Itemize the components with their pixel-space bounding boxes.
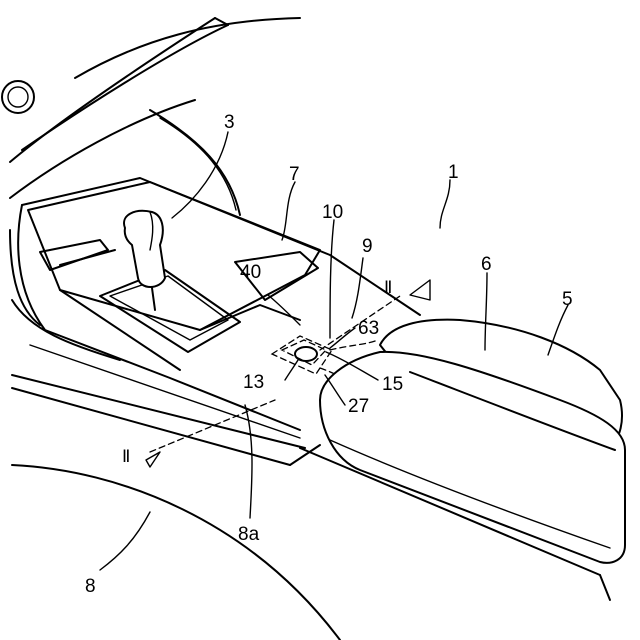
label-15: 15: [382, 374, 403, 395]
label-1: 1: [448, 162, 459, 183]
label-7: 7: [289, 164, 300, 185]
label-8a: 8a: [238, 524, 260, 545]
section-mark-top: Ⅱ: [384, 278, 392, 297]
seat-outline: [12, 465, 340, 640]
knob: [2, 81, 34, 113]
label-63: 63: [358, 318, 379, 339]
label-6: 6: [481, 254, 492, 275]
label-3: 3: [224, 112, 235, 133]
section-mark-bottom: Ⅱ: [122, 447, 130, 466]
label-27: 27: [348, 396, 369, 417]
label-13: 13: [243, 372, 264, 393]
label-40: 40: [240, 262, 261, 283]
dashboard-outline: [10, 18, 300, 215]
label-8: 8: [85, 576, 96, 597]
shift-panel: [28, 182, 320, 370]
label-10: 10: [322, 202, 343, 223]
armrest: [300, 320, 625, 600]
label-9: 9: [362, 236, 373, 257]
shift-lever: [124, 211, 165, 310]
label-5: 5: [562, 289, 573, 310]
